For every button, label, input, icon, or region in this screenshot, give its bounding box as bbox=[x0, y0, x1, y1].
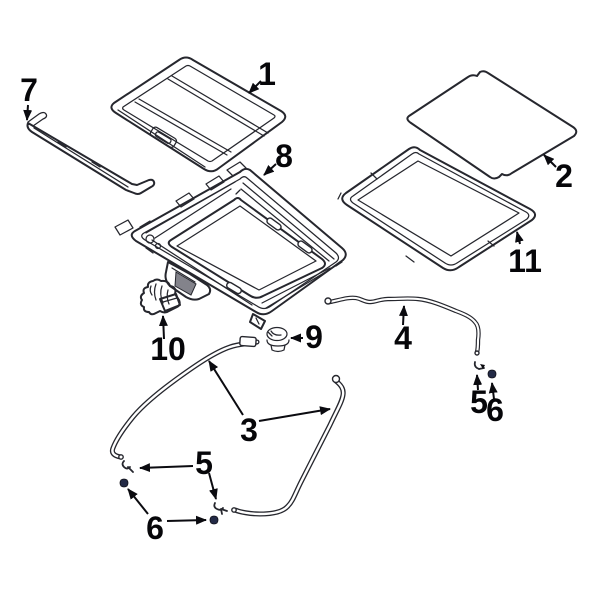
callout-label-5-right[interactable]: 5 bbox=[470, 384, 488, 420]
callout-label-2[interactable]: 2 bbox=[555, 158, 573, 194]
glass-handle bbox=[149, 126, 178, 149]
callout-label-4[interactable]: 4 bbox=[394, 320, 412, 356]
part-drain-hose-rear bbox=[324, 295, 481, 356]
grommet-dot bbox=[209, 515, 219, 525]
callout-label-6-right[interactable]: 6 bbox=[486, 392, 504, 428]
callout-label-6-left[interactable]: 6 bbox=[146, 510, 164, 546]
part-frame-assembly bbox=[114, 161, 347, 330]
callout-label-7[interactable]: 7 bbox=[20, 72, 38, 108]
part-motor bbox=[139, 278, 181, 316]
callout-1-glass-panel[interactable]: 1 bbox=[248, 56, 276, 94]
bracket-shade bbox=[174, 271, 197, 296]
part-grommet-a bbox=[119, 478, 129, 488]
part-drain-hose-left bbox=[109, 335, 260, 460]
callout-label-5-left[interactable]: 5 bbox=[195, 445, 213, 481]
callout-8-frame[interactable]: 8 bbox=[263, 138, 293, 176]
part-glass-panel bbox=[110, 56, 287, 173]
part-seal-frame bbox=[337, 146, 536, 272]
callout-10-motor[interactable]: 10 bbox=[150, 315, 186, 367]
part-drain-hose-center bbox=[231, 374, 346, 517]
part-wind-deflector bbox=[26, 111, 156, 195]
callout-label-3[interactable]: 3 bbox=[240, 412, 258, 448]
callout-2-sunshade[interactable]: 2 bbox=[543, 154, 573, 194]
grommet-dot bbox=[119, 478, 129, 488]
part-grommet-c bbox=[487, 369, 497, 379]
callout-5-left-clips[interactable]: 5 bbox=[139, 445, 218, 500]
part-hose-clip-a bbox=[121, 460, 134, 473]
part-drain-plug bbox=[266, 326, 290, 353]
part-sunshade bbox=[406, 70, 578, 180]
callout-5-right-clip[interactable]: 5 bbox=[470, 374, 488, 420]
part-grommet-b bbox=[209, 515, 219, 525]
callout-label-1[interactable]: 1 bbox=[258, 56, 276, 92]
callout-11-seal-frame[interactable]: 11 bbox=[508, 231, 542, 279]
callout-label-8[interactable]: 8 bbox=[275, 138, 293, 174]
callout-3-drain-hoses[interactable]: 3 bbox=[208, 360, 331, 448]
grommet-dot bbox=[487, 369, 497, 379]
callout-9-drain-plug[interactable]: 9 bbox=[290, 319, 323, 355]
callout-label-9[interactable]: 9 bbox=[305, 319, 323, 355]
part-hose-clip-c bbox=[473, 361, 485, 370]
callout-4-rear-hose[interactable]: 4 bbox=[394, 305, 412, 356]
callout-6-left-grommets[interactable]: 6 bbox=[127, 488, 207, 546]
callout-7-wind-deflector[interactable]: 7 bbox=[20, 72, 38, 121]
part-hose-clip-b bbox=[213, 502, 228, 515]
callout-6-right-grommet[interactable]: 6 bbox=[486, 382, 504, 428]
callout-label-11[interactable]: 11 bbox=[508, 243, 542, 279]
callout-label-10[interactable]: 10 bbox=[150, 331, 186, 367]
